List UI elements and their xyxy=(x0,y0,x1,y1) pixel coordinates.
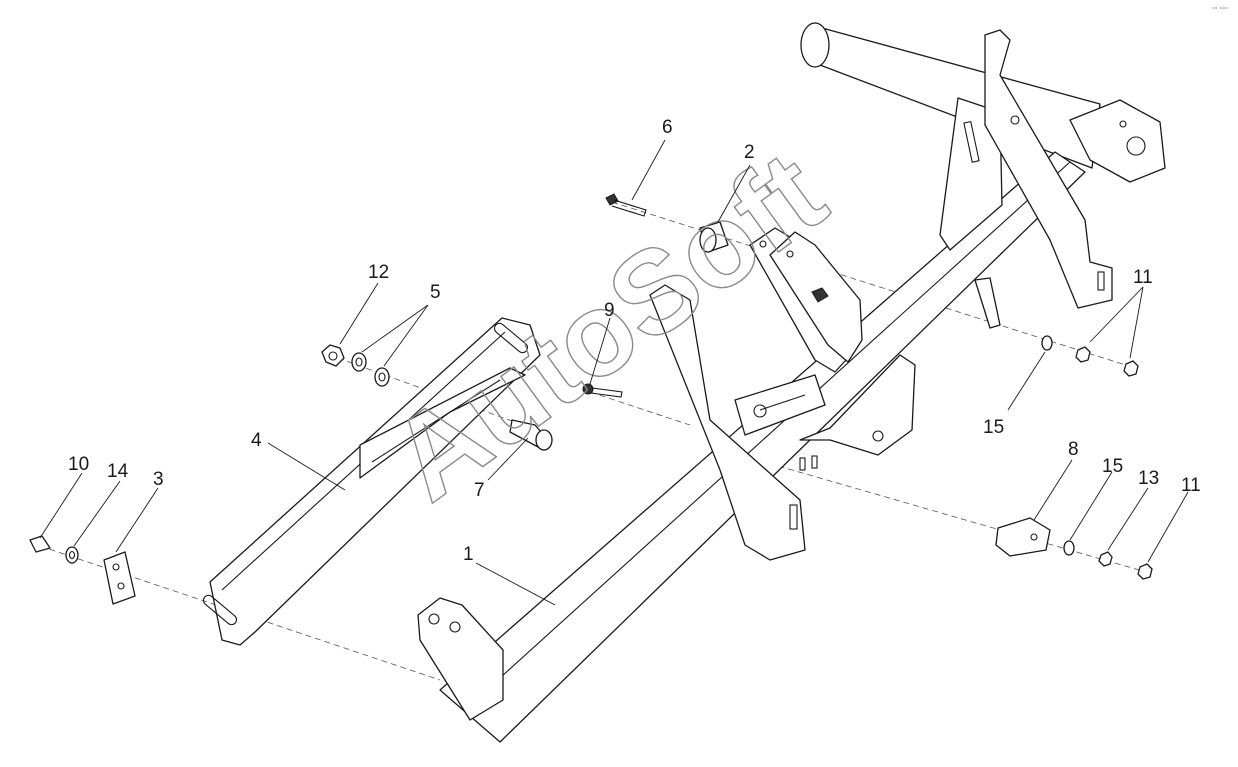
slotted-plate xyxy=(202,317,541,646)
callout-10: 10 xyxy=(68,454,89,475)
callout-15a: 15 xyxy=(983,417,1004,438)
callout-2: 2 xyxy=(744,142,755,163)
callout-14: 14 xyxy=(107,461,129,482)
callout-11b: 11 xyxy=(1181,475,1201,496)
callout-12: 12 xyxy=(368,262,389,283)
callout-5: 5 xyxy=(430,282,441,303)
leader-lines xyxy=(39,139,1189,606)
callout-13: 13 xyxy=(1138,468,1159,489)
callout-3: 3 xyxy=(153,469,164,490)
callout-6: 6 xyxy=(662,117,673,138)
callout-9: 9 xyxy=(604,300,615,321)
callout-4: 4 xyxy=(251,430,262,451)
callout-7: 7 xyxy=(474,480,485,501)
callout-8: 8 xyxy=(1068,439,1079,460)
callout-11a: 11 xyxy=(1133,267,1153,288)
hardware xyxy=(29,193,1153,605)
main-frame xyxy=(417,22,1166,743)
callout-1: 1 xyxy=(463,544,474,565)
callout-15b: 15 xyxy=(1102,456,1123,477)
callout-labels: 1 2 3 4 5 6 7 8 9 10 11 11 12 13 14 15 1… xyxy=(68,117,1201,565)
corner-mark: °° °°° xyxy=(1212,6,1228,14)
